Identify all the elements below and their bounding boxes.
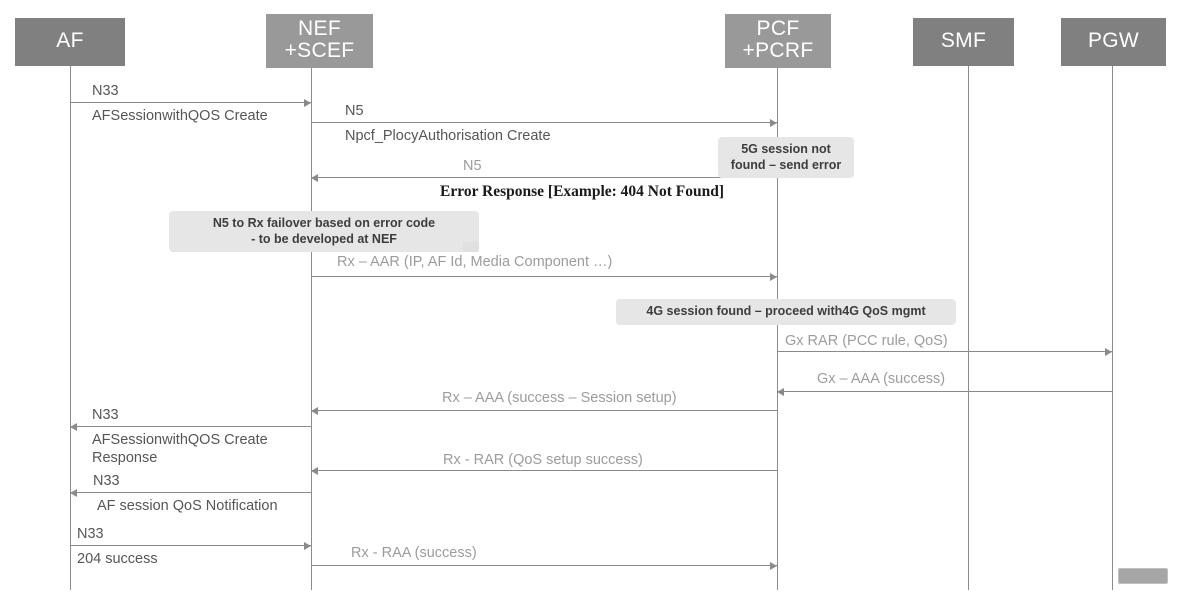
participant-box-nef[interactable]: NEF+SCEF [266,14,373,68]
message-arrow-m5 [777,351,1112,352]
message-label-above-m11: N33 [77,526,104,542]
message-label-below-m3: Error Response [Example: 404 Not Found] [440,183,725,200]
message-label-above-m2: N5 [345,103,364,119]
message-label-above-m10: N33 [93,473,120,489]
message-arrow-m1 [70,102,311,103]
note-notch-icon [463,242,479,252]
arrow-head-right-m4 [770,272,777,281]
note-text-line1: 5G session not [741,142,831,156]
message-arrow-m4 [311,276,777,277]
message-arrow-m12 [311,565,777,566]
arrow-head-right-m11 [304,541,311,550]
note-n3: 4G session found – proceed with4G QoS mg… [616,299,956,325]
lifeline-af [70,66,71,590]
note-n2: N5 to Rx failover based on error code- t… [169,211,479,253]
lifeline-nef [311,68,312,590]
arrow-head-left-m9 [311,466,318,475]
message-label-above-m8: N33 [92,407,119,423]
arrow-head-left-m7 [311,406,318,415]
message-arrow-m3 [311,177,777,178]
message-label-above-m6: Gx – AAA (success) [817,371,946,387]
message-label-below-m10: AF session QoS Notification [97,498,278,514]
message-label-above-m3: N5 [463,158,482,174]
message-label-below-m2: Npcf_PlocyAuthorisation Create [345,128,551,144]
participant-box-af[interactable]: AF [15,18,125,66]
participant-label-secondary: +SCEF [284,39,355,62]
arrow-head-right-m5 [1105,347,1112,356]
arrow-head-left-m3 [311,173,318,182]
message-label-above-m12: Rx - RAA (success) [351,545,477,561]
message-arrow-m6 [777,391,1112,392]
message-arrow-m11 [70,545,311,546]
note-text-line1: 4G session found – proceed with4G QoS mg… [646,304,926,318]
message-label-below-m1: AFSessionwithQOS Create [92,108,268,124]
arrow-head-left-m6 [777,387,784,396]
lifeline-pcf [777,68,778,590]
message-arrow-m8 [70,426,311,427]
participant-label-primary: PCF [756,16,800,40]
participant-label-secondary: +PCRF [742,39,814,62]
message-arrow-m9 [311,470,777,471]
message-label-above-m5: Gx RAR (PCC rule, QoS) [785,333,948,349]
message-arrow-m7 [311,410,777,411]
message-label-below-m8: AFSessionwithQOS Create Response [92,432,268,467]
note-text-line2: - to be developed at NEF [251,231,397,246]
participant-label-primary: AF [56,28,84,52]
message-label-above-m1: N33 [92,83,119,99]
participant-box-pcf[interactable]: PCF+PCRF [725,14,831,68]
message-label-above-m9: Rx - RAR (QoS setup success) [443,452,643,468]
message-arrow-m2 [311,122,777,123]
message-label-below-m11: 204 success [77,551,158,567]
arrow-head-right-m1 [304,98,311,107]
arrow-head-left-m10 [70,488,77,497]
arrow-head-right-m12 [770,561,777,570]
participant-label-primary: PGW [1087,28,1140,52]
participant-label-primary: NEF [298,16,341,40]
participant-box-pgw[interactable]: PGW [1061,18,1166,66]
message-label-above-m4: Rx – AAR (IP, AF Id, Media Component …) [337,254,613,270]
participant-box-smf[interactable]: SMF [913,18,1014,66]
pgw-bottom-block [1118,568,1168,584]
participant-label-primary: SMF [940,28,987,52]
arrow-head-right-m2 [770,118,777,127]
arrow-head-left-m8 [70,422,77,431]
message-label-above-m7: Rx – AAA (success – Session setup) [442,390,677,406]
note-text-line1: N5 to Rx failover based on error code [212,216,436,230]
lifeline-smf [968,66,969,590]
note-text-line2: found – send error [730,157,842,172]
message-arrow-m10 [70,492,311,493]
lifeline-pgw [1112,66,1113,590]
